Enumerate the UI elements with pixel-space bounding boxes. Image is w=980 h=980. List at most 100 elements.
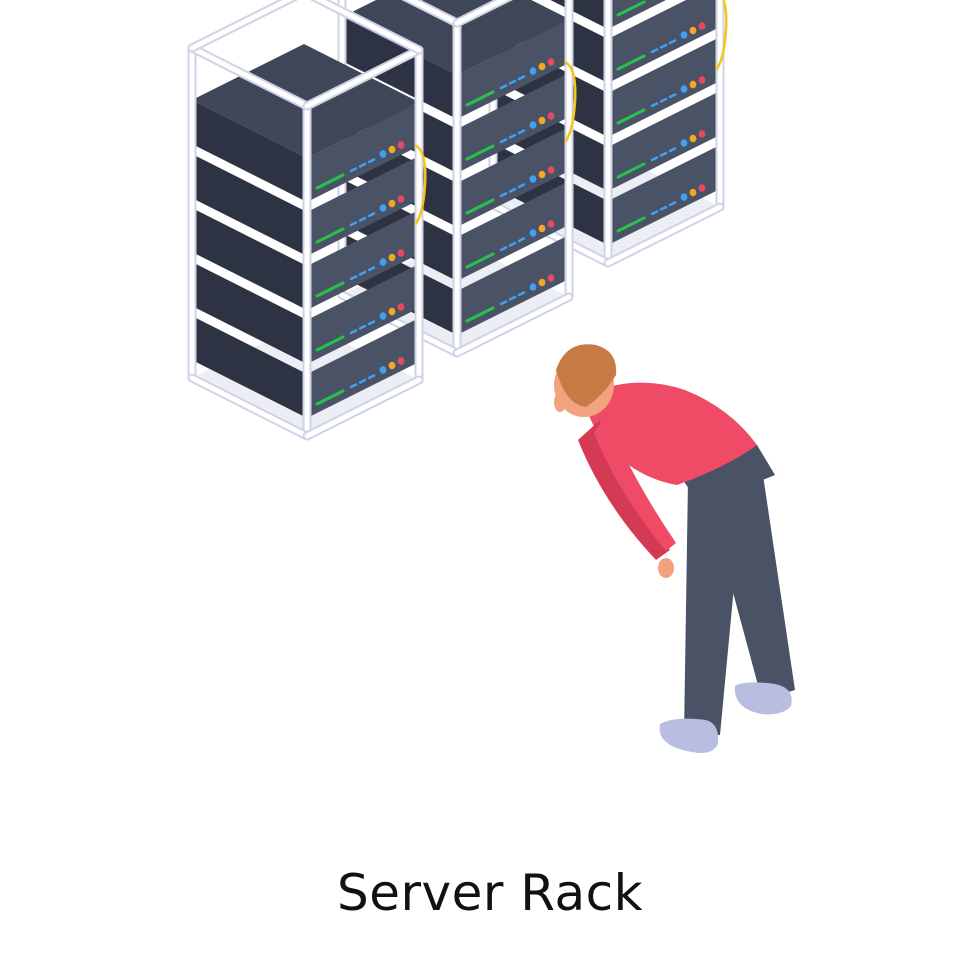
status-led-dash: [517, 291, 526, 297]
status-led-dot: [680, 193, 688, 201]
server-unit: [192, 154, 419, 256]
status-led-bar: [315, 173, 345, 190]
racks-group: [187, 0, 728, 441]
status-led-dot: [529, 283, 537, 291]
technician-hair: [556, 344, 617, 407]
status-led-dash: [650, 156, 659, 162]
status-led-dash: [668, 201, 677, 207]
status-led-dash: [367, 320, 376, 326]
server-front-face: [192, 208, 307, 310]
status-led-dot: [680, 85, 688, 93]
technician-hips: [676, 445, 775, 505]
status-led-dash: [659, 43, 668, 49]
rack-bottom-rail-side-inner: [605, 204, 723, 266]
status-led-dash: [508, 241, 517, 247]
server-side-face: [608, 37, 720, 137]
server-front-face: [192, 100, 307, 202]
server-side-face: [457, 73, 569, 173]
status-led-dot: [680, 139, 688, 147]
status-led-dash: [499, 138, 508, 144]
network-cable: [563, 60, 577, 143]
rack-top-rail-back-inner: [314, 0, 422, 53]
status-led-dot: [538, 170, 546, 179]
server-side-face: [457, 181, 569, 281]
status-led-dash: [650, 210, 659, 216]
status-led-bar: [465, 252, 495, 269]
status-led-dot: [538, 224, 546, 233]
status-led-dash: [349, 167, 358, 173]
technician-front-leg: [684, 470, 745, 735]
status-led-dash: [499, 192, 508, 198]
technician-hand: [658, 558, 674, 578]
status-led-dot: [388, 307, 396, 316]
status-led-dot: [547, 274, 555, 282]
status-led-dot: [689, 26, 697, 35]
status-led-dash: [517, 129, 526, 135]
status-led-dash: [659, 97, 668, 103]
server-side-face: [307, 264, 419, 364]
status-led-bar: [616, 54, 646, 71]
rack-top-rail-left-inner: [189, 0, 294, 51]
status-led-dash: [349, 383, 358, 389]
server-side-face: [608, 145, 720, 245]
technician-arm-front: [594, 415, 676, 551]
status-led-dash: [358, 378, 367, 384]
status-led-dash: [367, 374, 376, 380]
status-led-dash: [659, 205, 668, 211]
server-front-face: [192, 262, 307, 364]
server-side-face: [307, 156, 419, 256]
status-led-dot: [397, 303, 405, 311]
server-front-face: [192, 154, 307, 256]
rack-top-rail-side-inner: [304, 47, 422, 109]
status-led-bar: [315, 281, 345, 298]
status-led-dot: [379, 204, 387, 212]
status-led-dot: [689, 188, 697, 197]
status-led-dash: [358, 162, 367, 168]
status-led-bar: [465, 144, 495, 161]
status-led-dash: [499, 84, 508, 90]
status-led-dash: [668, 93, 677, 99]
status-led-dash: [668, 39, 677, 45]
status-led-dot: [547, 112, 555, 120]
server-side-face: [307, 210, 419, 310]
status-led-dot: [388, 253, 396, 262]
status-led-dot: [397, 249, 405, 257]
status-led-dot: [547, 58, 555, 66]
status-led-dash: [499, 300, 508, 306]
status-led-dot: [689, 134, 697, 143]
server-side-face: [457, 127, 569, 227]
rack-top-rail-side-inner: [454, 0, 509, 26]
status-led-dot: [538, 62, 546, 71]
status-led-bar: [465, 306, 495, 323]
illustration-caption: Server Rack: [336, 864, 644, 922]
rack-top-rail-inner: [405, 0, 460, 26]
rack-bottom-rail-side-inner: [304, 377, 422, 439]
status-led-bar: [465, 90, 495, 107]
server-side-face: [457, 19, 569, 119]
server-side-face: [307, 102, 419, 202]
server-unit: [192, 208, 419, 310]
status-led-dash: [508, 187, 517, 193]
status-led-dash: [517, 237, 526, 243]
server-side-face: [457, 235, 569, 335]
server-front-face: [342, 17, 457, 119]
network-cable: [714, 0, 728, 71]
status-led-dot: [689, 80, 697, 89]
status-led-dash: [358, 324, 367, 330]
server-side-face: [608, 0, 720, 83]
status-led-dot: [529, 175, 537, 183]
status-led-dash: [508, 79, 517, 85]
network-cable: [413, 143, 427, 226]
status-led-dot: [698, 22, 706, 30]
status-led-bar: [616, 162, 646, 179]
status-led-dot: [547, 220, 555, 228]
status-led-bar: [616, 108, 646, 125]
status-led-dot: [397, 195, 405, 203]
status-led-dash: [517, 75, 526, 81]
rack-bottom-rail-inner: [189, 375, 310, 439]
status-led-dash: [517, 183, 526, 189]
status-led-bar: [315, 335, 345, 352]
status-led-dash: [508, 133, 517, 139]
server-side-face: [608, 91, 720, 191]
